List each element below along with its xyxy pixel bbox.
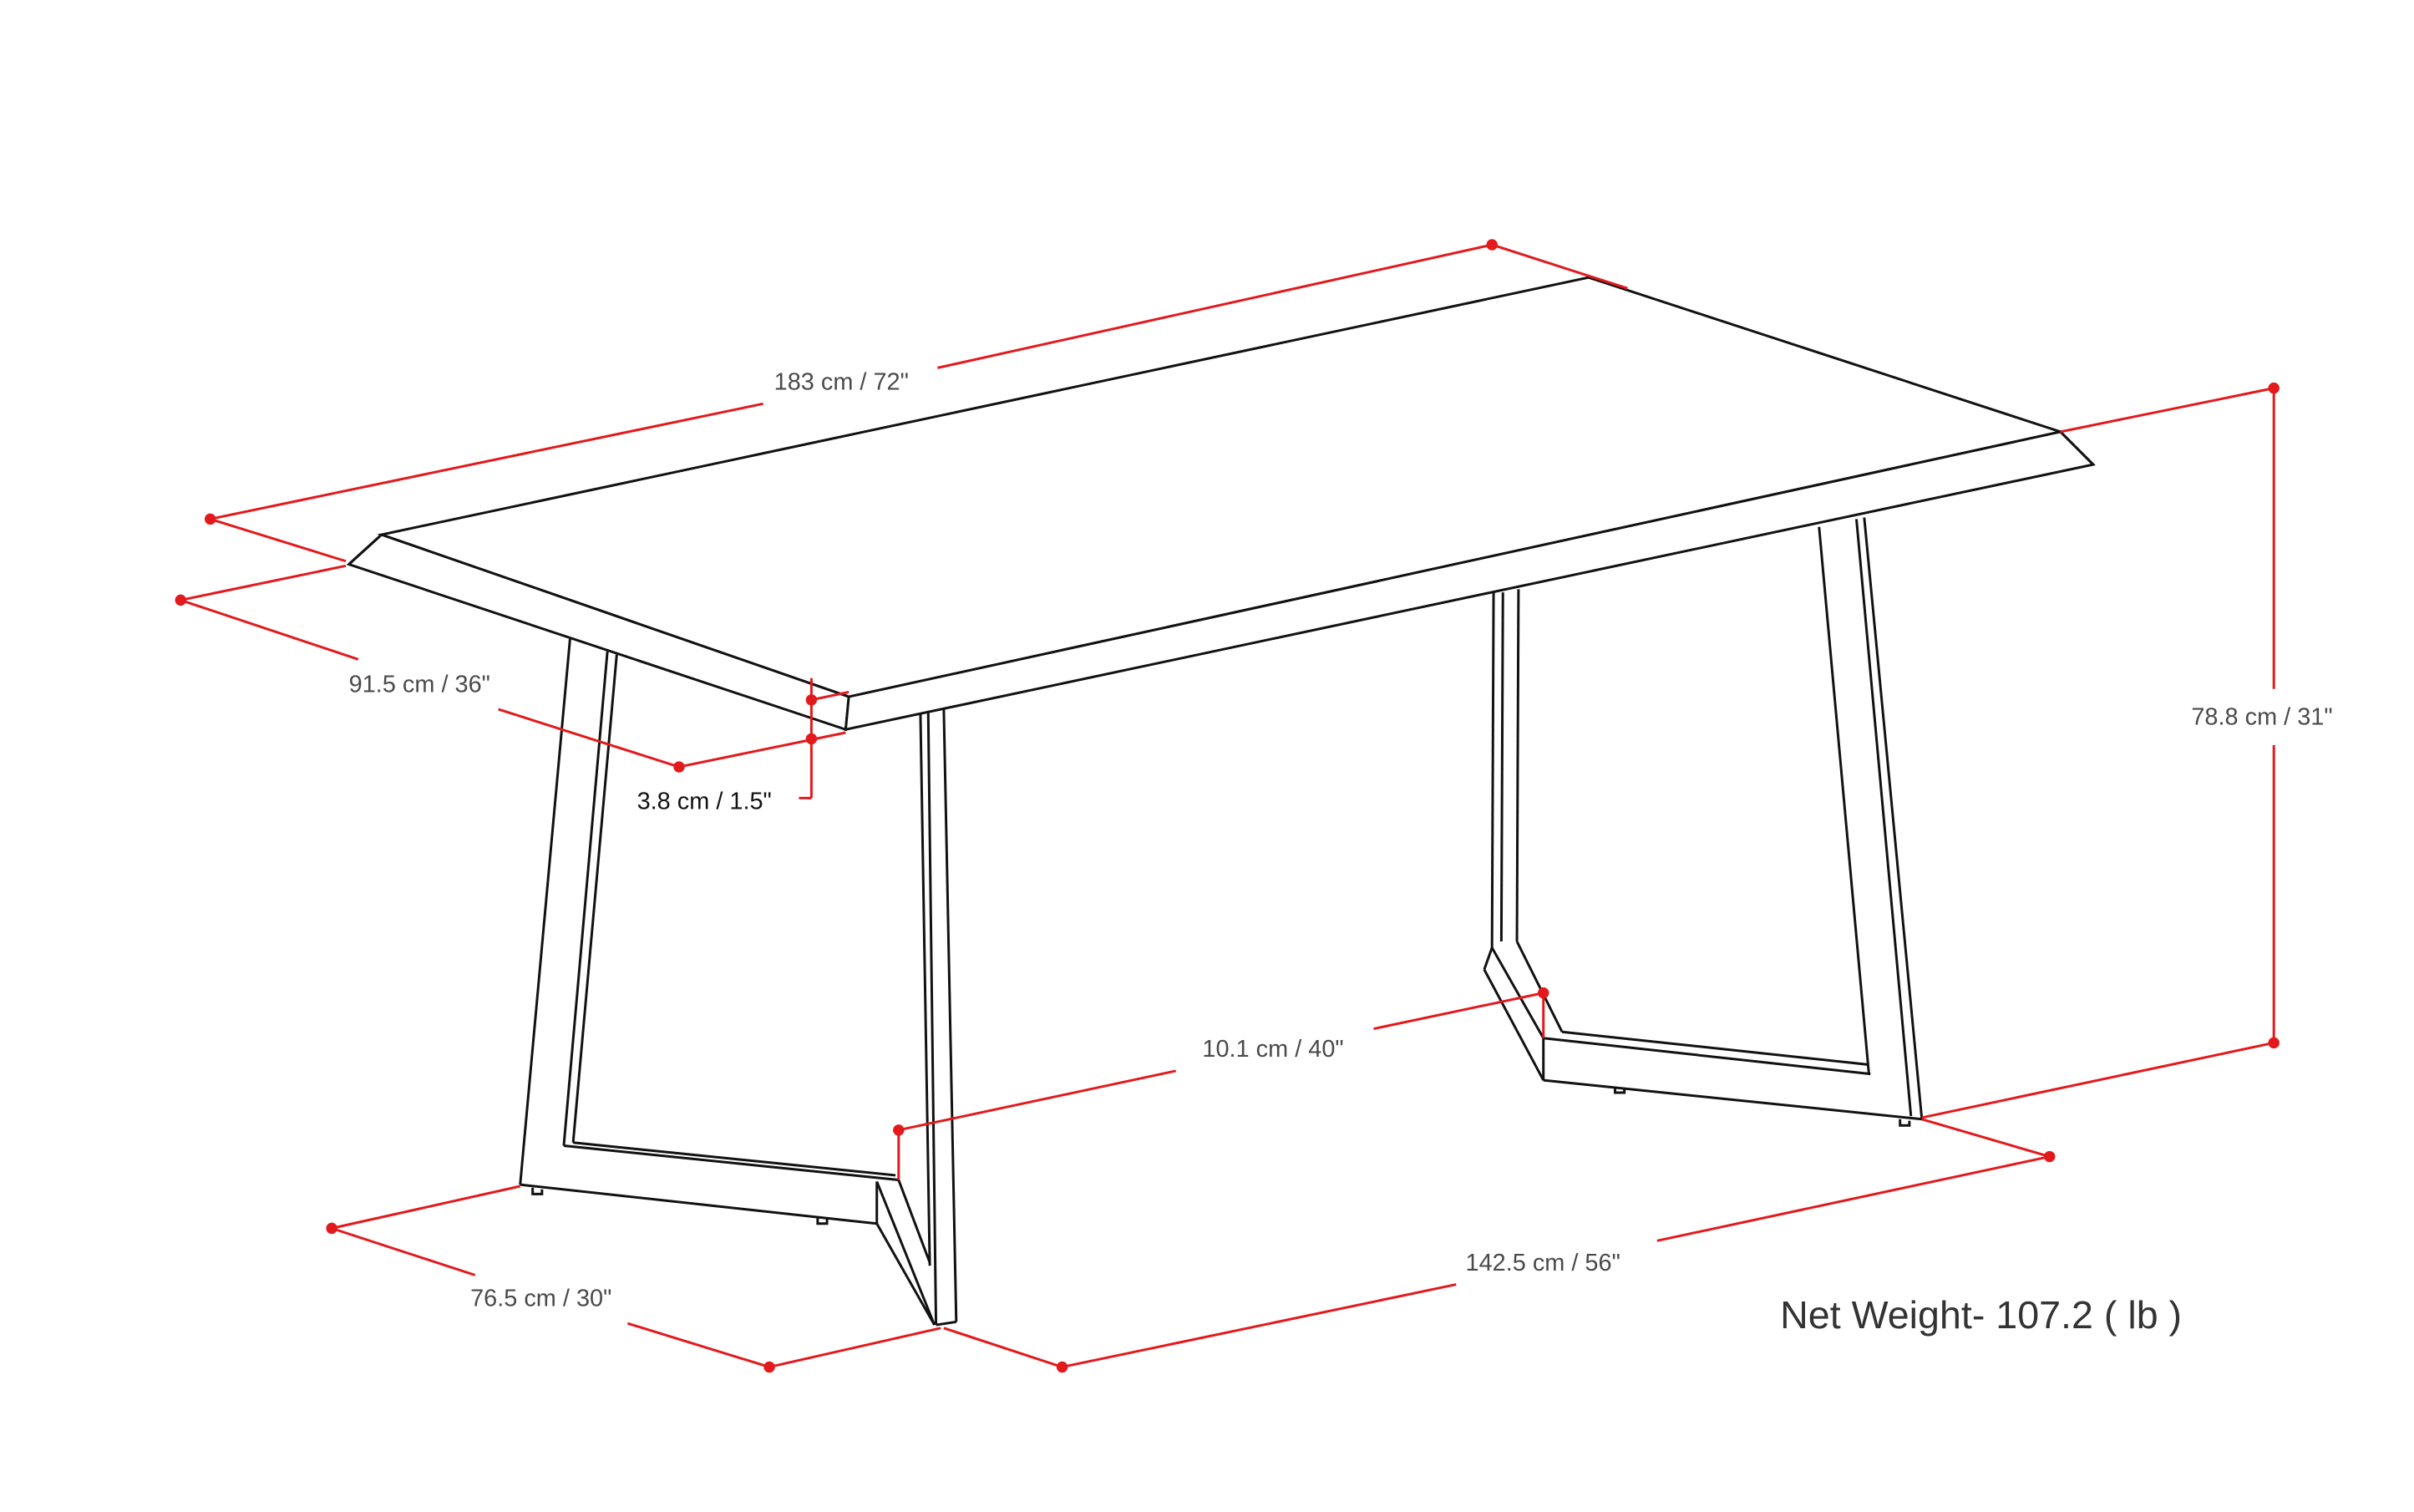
table-top [346, 276, 2096, 732]
dimension-leg-depth [326, 1185, 941, 1373]
dimension-leg-span [943, 1118, 2056, 1373]
label-height: 78.8 cm / 31" [2191, 704, 2332, 731]
glide [1899, 1119, 1911, 1127]
dimension-leg-gap [893, 987, 1549, 1180]
dimension-length [204, 239, 1628, 563]
dimension-thickness [799, 677, 849, 799]
label-length: 183 cm / 72" [774, 368, 909, 395]
glide [1614, 1086, 1626, 1094]
dimension-height [1921, 382, 2280, 1119]
label-leg-depth: 76.5 cm / 30" [470, 1286, 611, 1312]
label-depth: 91.5 cm / 36" [349, 671, 490, 698]
glide [816, 1217, 829, 1225]
dimension-depth [175, 564, 846, 773]
label-leg-gap: 10.1 cm / 40" [1202, 1036, 1343, 1063]
right-leg [1483, 517, 1924, 1127]
label-top-thickness: 3.8 cm / 1.5" [637, 788, 772, 814]
left-leg [519, 638, 958, 1327]
glide [531, 1187, 544, 1195]
label-leg-span: 142.5 cm / 56" [1466, 1250, 1620, 1276]
net-weight-label: Net Weight- 107.2 ( lb ) [1780, 1293, 2182, 1337]
